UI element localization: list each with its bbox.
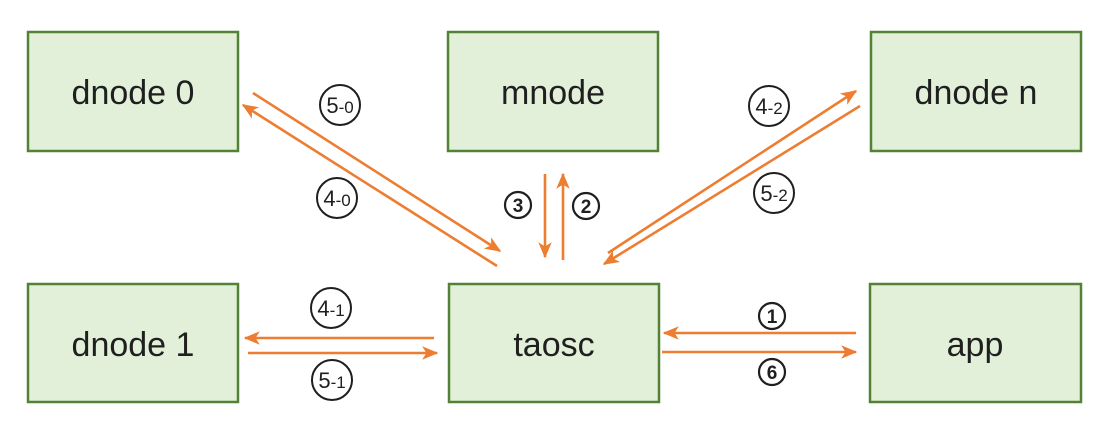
node-dnode1-label: dnode 1 [72, 326, 195, 364]
edge-6-badge-circle [757, 357, 787, 387]
edge-1-badge: 1 [757, 301, 787, 331]
edge-4-1-badge: 4-1 [310, 287, 352, 329]
node-dnoden-box [869, 30, 1083, 153]
edge-4-1-badge-label: 4-1 [317, 296, 344, 321]
edge-5-2-badge-circle [753, 172, 795, 214]
edge-1-badge-circle [757, 301, 787, 331]
node-app-label: app [947, 326, 1004, 364]
edge-4-1-badge-circle [310, 287, 352, 329]
edge-3-badge-circle [503, 190, 533, 220]
node-mnode-box [446, 30, 660, 153]
node-taosc-label: taosc [513, 326, 594, 364]
edge-4-2-badge-circle [748, 85, 790, 127]
node-dnode1: dnode 1 [26, 282, 240, 404]
edge-2-badge-label: 2 [581, 197, 592, 218]
edge-1-badge-label: 1 [767, 307, 778, 328]
edge-5-1-badge-circle [311, 359, 353, 401]
edge-5-1-badge-label: 5-1 [318, 368, 345, 393]
edge-5-2-arrow [602, 104, 861, 266]
edge-4-0-badge-label: 4-0 [323, 186, 350, 211]
edge-5-0-badge-label: 5-0 [326, 93, 353, 118]
edge-3-badge: 3 [503, 190, 533, 220]
edge-5-1-badge: 5-1 [311, 359, 353, 401]
edge-3-badge-label: 3 [513, 196, 524, 217]
edge-4-2-arrow [607, 89, 858, 255]
edge-2-badge-circle [571, 191, 601, 221]
edge-6-badge: 6 [757, 357, 787, 387]
edge-6-badge-label: 6 [767, 363, 778, 384]
node-app: app [868, 282, 1083, 404]
edge-5-0-badge-circle [319, 84, 361, 126]
node-dnoden-label: dnode n [915, 74, 1038, 112]
edge-4-2-badge: 4-2 [748, 85, 790, 127]
edge-4-0-badge-circle [316, 177, 358, 219]
edge-5-2-badge-label: 5-2 [760, 181, 787, 206]
node-taosc-box [447, 282, 661, 404]
edge-4-2-badge-label: 4-2 [755, 94, 782, 119]
edge-5-0-arrow [252, 91, 502, 253]
edge-2-badge: 2 [571, 191, 601, 221]
node-dnoden: dnode n [869, 30, 1083, 153]
node-dnode0-box [26, 30, 240, 153]
node-taosc: taosc [447, 282, 661, 404]
edge-5-2-badge: 5-2 [753, 172, 795, 214]
edge-5-0-badge: 5-0 [319, 84, 361, 126]
node-dnode1-box [26, 282, 240, 404]
node-mnode-label: mnode [501, 74, 605, 112]
node-mnode: mnode [446, 30, 660, 153]
node-dnode0-label: dnode 0 [72, 74, 195, 112]
node-dnode0: dnode 0 [26, 30, 240, 153]
edge-4-0-arrow [241, 103, 498, 268]
node-app-box [868, 282, 1083, 404]
edge-4-0-badge: 4-0 [316, 177, 358, 219]
